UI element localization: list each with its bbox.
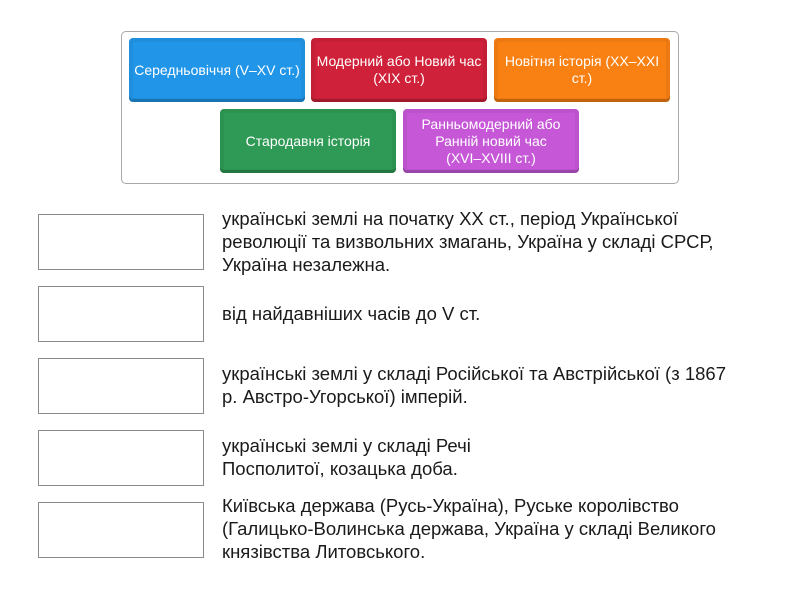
drop-box-4[interactable] <box>38 430 204 486</box>
drop-box-1[interactable] <box>38 214 204 270</box>
tile-contemporary-history[interactable]: Новітня історія (XX–XXI ст.) <box>494 38 670 102</box>
tile-early-modern[interactable]: Ранньомодерний або Ранній новий час (XVI… <box>403 109 579 173</box>
row-text-1: українські землі на початку XX ст., пері… <box>222 208 714 275</box>
drop-box-5[interactable] <box>38 502 204 558</box>
drop-box-2[interactable] <box>38 286 204 342</box>
row-text-5: Київська держава (Русь-Україна), Руське … <box>222 495 716 562</box>
tile-modern-era[interactable]: Модерний або Новий час (XIX ст.) <box>311 38 487 102</box>
row-text-3: українські землі у складі Російської та … <box>222 363 726 407</box>
row-text-2: від найдавніших часів до V ст. <box>222 303 481 324</box>
tile-ancient-history[interactable]: Стародавня історія <box>220 109 396 173</box>
drop-box-3[interactable] <box>38 358 204 414</box>
row-text-4: українські землі у складі Речі Посполито… <box>222 435 471 479</box>
tile-middle-ages[interactable]: Середньовіччя (V–XV ст.) <box>129 38 305 102</box>
